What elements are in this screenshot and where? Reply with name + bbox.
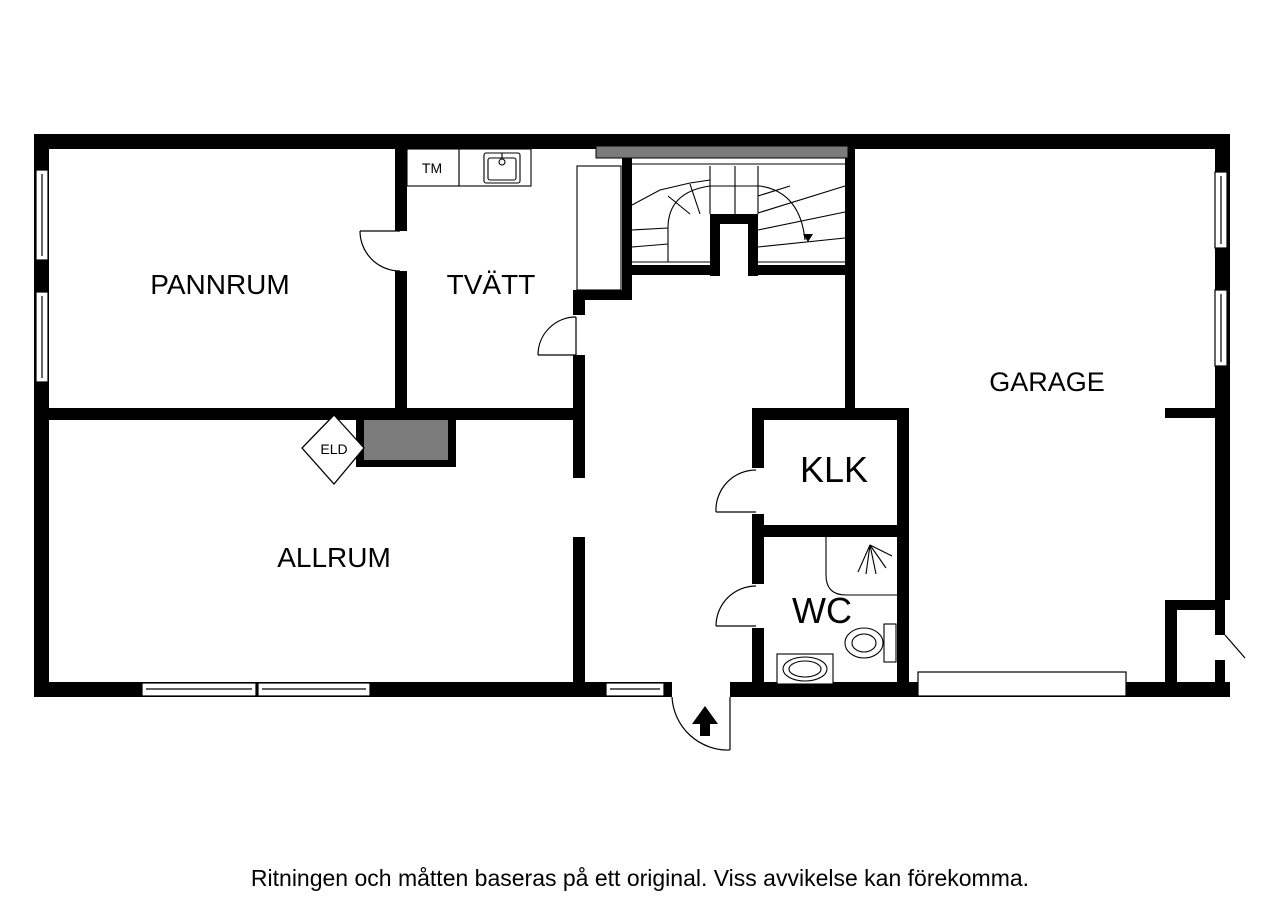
toilet-icon xyxy=(844,623,897,663)
fireplace-icon xyxy=(301,414,365,485)
stair-top-beam xyxy=(595,145,849,159)
room-label-allrum: ALLRUM xyxy=(277,542,391,573)
interior-walls xyxy=(49,149,1225,697)
doors xyxy=(359,230,1246,751)
fireplace-label: ELD xyxy=(320,441,347,457)
stove-block xyxy=(364,420,448,460)
room-label-pannrum: PANNRUM xyxy=(150,269,289,300)
room-label-wc: WC xyxy=(792,590,852,631)
washing-machine-label: TM xyxy=(422,160,442,176)
sink-icon xyxy=(776,653,834,685)
stair-direction-icon xyxy=(803,234,813,242)
room-label-tvatt: TVÄTT xyxy=(447,269,536,300)
room-label-klk: KLK xyxy=(800,449,868,490)
staircase xyxy=(576,163,846,291)
room-label-garage: GARAGE xyxy=(989,367,1105,397)
windows xyxy=(35,169,1228,697)
laundry-fixtures xyxy=(406,148,532,187)
entrance-arrow-icon xyxy=(692,706,718,736)
shower-icon xyxy=(825,537,897,596)
disclaimer-caption: Ritningen och måtten baseras på ett orig… xyxy=(250,865,1030,891)
